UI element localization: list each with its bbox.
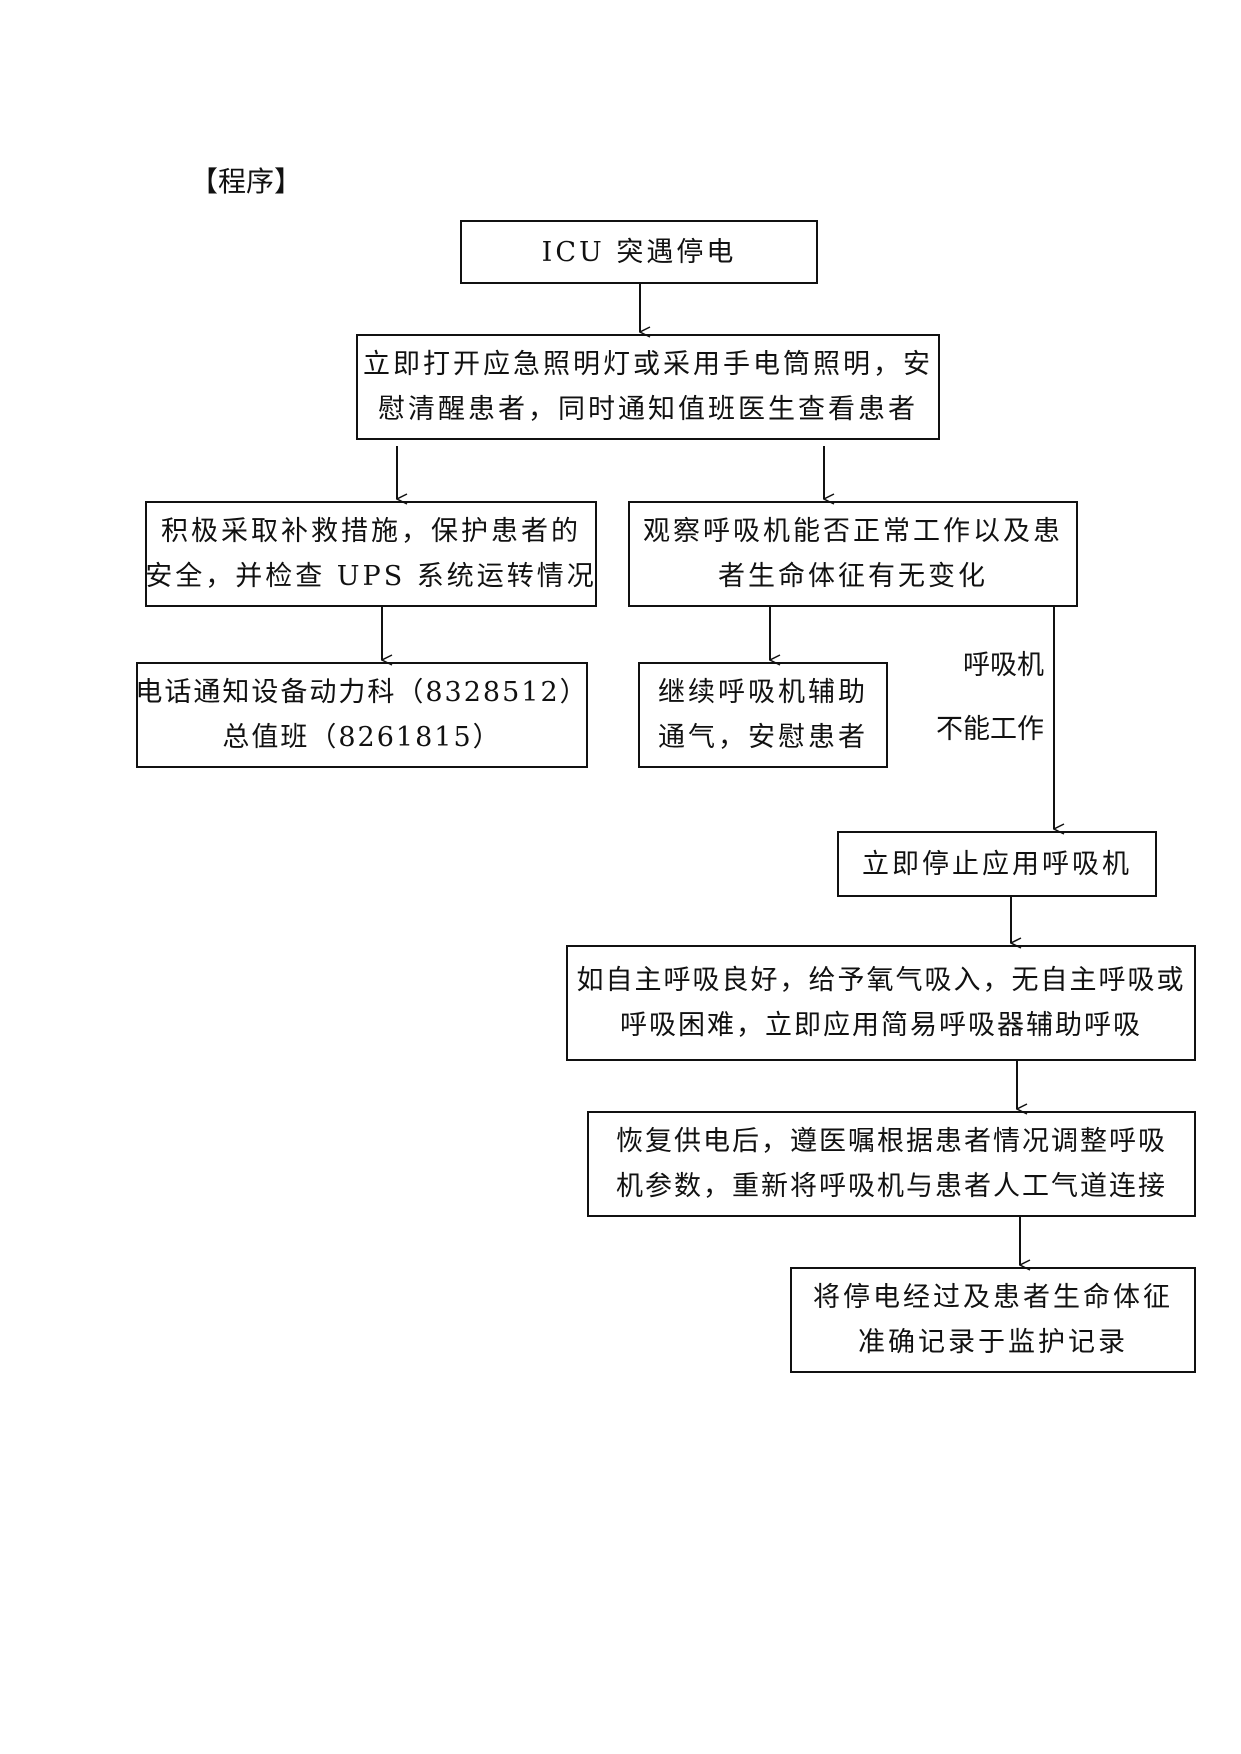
node-record-line-1: 将停电经过及患者生命体征 — [813, 1282, 1173, 1313]
edge-label-line-2: 不能工作 — [936, 714, 1044, 745]
node-continue-ventilation: 继续呼吸机辅助 通气，安慰患者 — [638, 662, 888, 768]
edge-label-ventilator-failure: 呼吸机 不能工作 — [920, 648, 1044, 748]
node-observe-ventilator: 观察呼吸机能否正常工作以及患 者生命体征有无变化 — [628, 501, 1078, 607]
node-remedial-measures-line-2: 安全，并检查 UPS 系统运转情况 — [145, 561, 597, 592]
node-notify-departments: 电话通知设备动力科（8328512） 总值班（8261815） — [135, 662, 589, 768]
edge-label-line-1: 呼吸机 — [963, 650, 1044, 681]
page-heading: 【程序】 — [190, 165, 303, 198]
node-breathing-support-line-2: 呼吸困难，立即应用简易呼吸器辅助呼吸 — [620, 1010, 1142, 1041]
node-restore-power-line-1: 恢复供电后，遵医嘱根据患者情况调整呼吸 — [616, 1126, 1167, 1157]
node-continue-ventilation-line-1: 继续呼吸机辅助 — [658, 677, 868, 708]
node-emergency-lighting-line-2: 慰清醒患者，同时通知值班医生查看患者 — [378, 394, 918, 425]
node-remedial-measures: 积极采取补救措施，保护患者的 安全，并检查 UPS 系统运转情况 — [145, 501, 597, 607]
node-remedial-measures-line-1: 积极采取补救措施，保护患者的 — [161, 516, 581, 547]
node-power-outage-line-1: ICU 突遇停电 — [541, 236, 737, 268]
node-observe-ventilator-line-1: 观察呼吸机能否正常工作以及患 — [643, 516, 1063, 547]
node-emergency-lighting-line-1: 立即打开应急照明灯或采用手电筒照明，安 — [363, 349, 933, 380]
node-stop-ventilator: 立即停止应用呼吸机 — [837, 831, 1157, 897]
node-observe-ventilator-line-2: 者生命体征有无变化 — [718, 561, 988, 592]
node-record: 将停电经过及患者生命体征 准确记录于监护记录 — [790, 1267, 1196, 1373]
node-notify-departments-line-2: 总值班（8261815） — [222, 722, 502, 753]
node-notify-departments-line-1: 电话通知设备动力科（8328512） — [135, 677, 589, 708]
node-power-outage: ICU 突遇停电 — [460, 220, 818, 284]
node-record-line-2: 准确记录于监护记录 — [858, 1327, 1128, 1358]
node-continue-ventilation-line-2: 通气，安慰患者 — [658, 722, 868, 753]
node-breathing-support-line-1: 如自主呼吸良好，给予氧气吸入，无自主呼吸或 — [576, 965, 1186, 996]
node-restore-power: 恢复供电后，遵医嘱根据患者情况调整呼吸 机参数，重新将呼吸机与患者人工气道连接 — [587, 1111, 1196, 1217]
node-stop-ventilator-line-1: 立即停止应用呼吸机 — [862, 848, 1132, 880]
node-breathing-support: 如自主呼吸良好，给予氧气吸入，无自主呼吸或 呼吸困难，立即应用简易呼吸器辅助呼吸 — [566, 945, 1196, 1061]
node-restore-power-line-2: 机参数，重新将呼吸机与患者人工气道连接 — [616, 1171, 1167, 1202]
